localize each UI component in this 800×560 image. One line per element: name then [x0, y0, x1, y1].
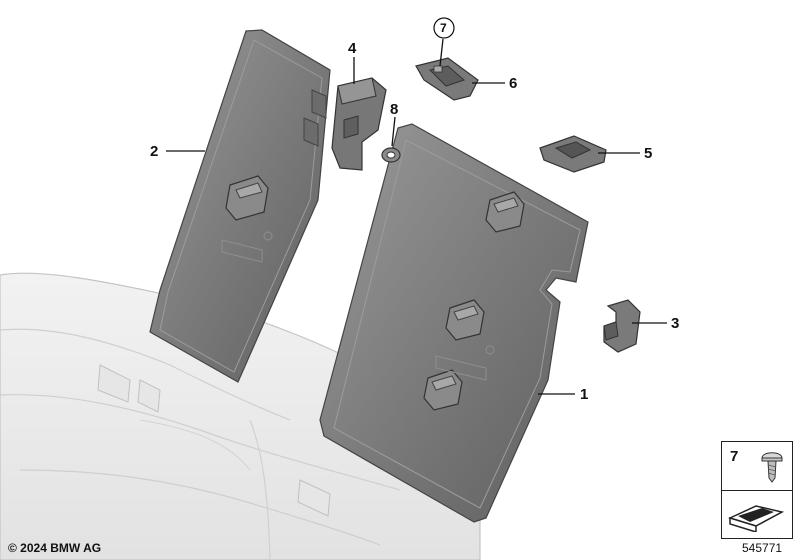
- rear-seat-ghost: [0, 272, 481, 560]
- callout-2: 2: [150, 143, 158, 160]
- copyright-text: © 2024 BMW AG: [8, 541, 102, 555]
- callout-7-circle: [433, 17, 455, 39]
- legend-item-number: 7: [730, 448, 739, 465]
- arrow-wedge-icon: [728, 505, 785, 532]
- callout-8: 8: [390, 101, 398, 118]
- diagram-number: 545771: [742, 541, 783, 555]
- part-6-clip: [415, 57, 479, 101]
- callout-7: 7: [440, 21, 447, 35]
- part-5-cover: [539, 135, 607, 173]
- callouts: 1 2 3 4 5 6 7 8: [150, 17, 679, 403]
- part-1-main-panel: [319, 123, 589, 523]
- legend-box: 7: [721, 441, 793, 539]
- callout-4: 4: [348, 40, 357, 57]
- callout-5: 5: [644, 145, 652, 162]
- part-8-washer: [381, 147, 401, 163]
- part-2-left-panel: [149, 29, 331, 383]
- part-3-hook: [603, 299, 641, 353]
- leader-lines: [166, 38, 667, 395]
- leader-8: [391, 116, 396, 147]
- legend-divider: [722, 490, 792, 491]
- leader-7: [439, 38, 444, 67]
- callout-1: 1: [580, 386, 588, 403]
- callout-6: 6: [509, 75, 517, 92]
- callout-3: 3: [671, 315, 679, 332]
- part-4-bracket: [331, 77, 387, 171]
- screw-icon: [761, 452, 783, 483]
